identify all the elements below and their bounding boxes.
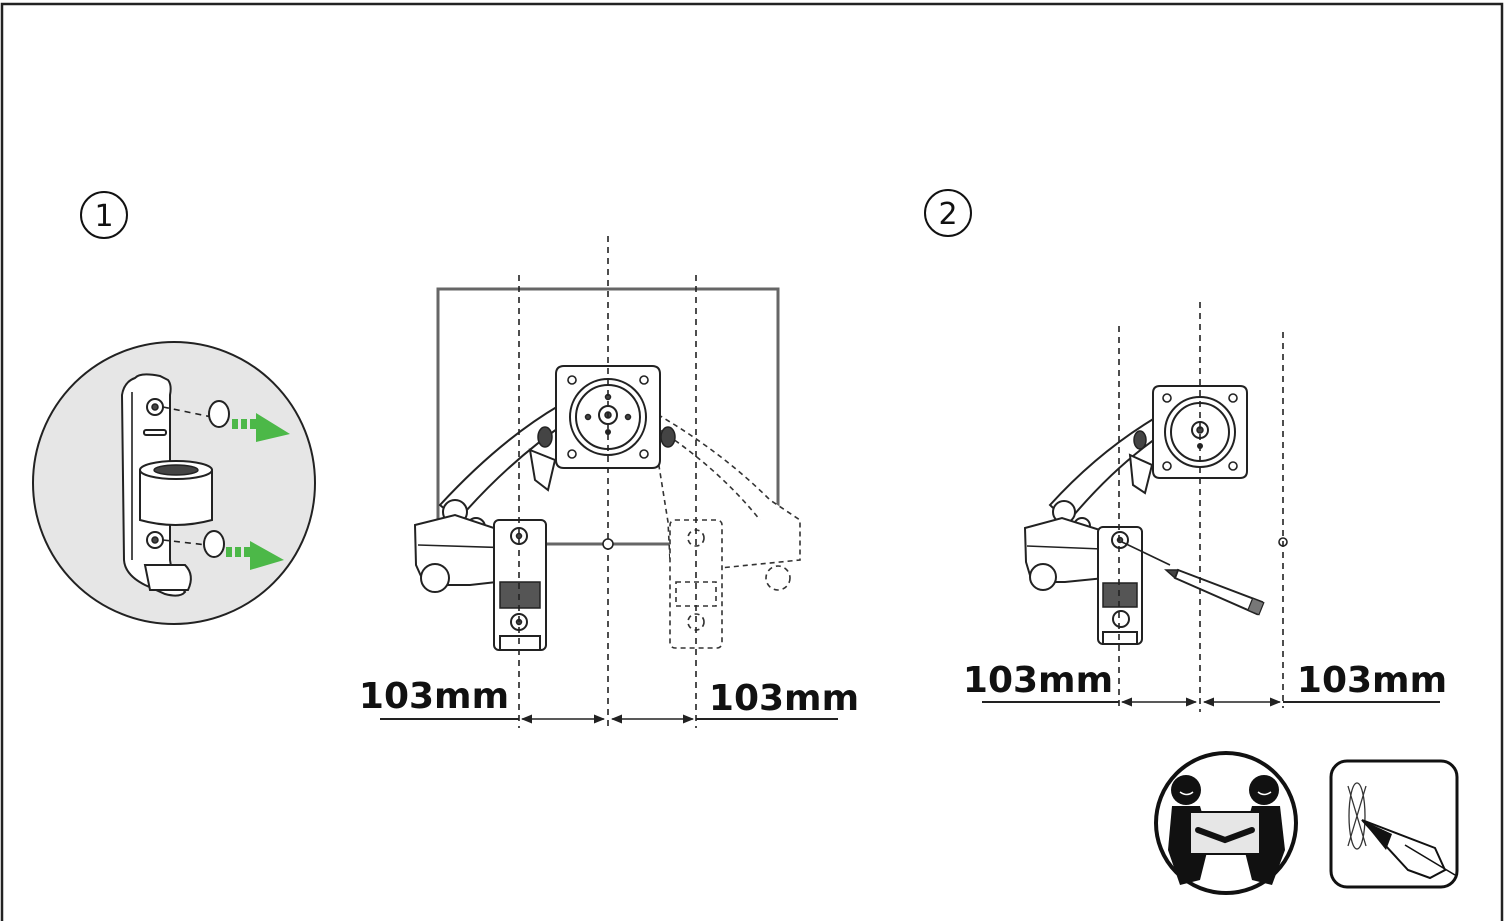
two-person-lift-icon — [1154, 751, 1298, 895]
step-2-right-dimension: 103mm — [1297, 660, 1447, 701]
step-2-arm-drawing: 103mm 103mm — [963, 302, 1447, 712]
vesa-plate-2 — [1152, 385, 1248, 479]
step-2-left-dimension: 103mm — [963, 660, 1113, 701]
step-1-right-dimension: 103mm — [709, 678, 859, 719]
remove-arrow-lower — [226, 541, 284, 570]
step-1-arm-drawing: 103mm 103mm — [359, 236, 859, 728]
step-1-number: 1 — [94, 199, 113, 234]
pencil-icon — [1121, 541, 1265, 616]
remove-arrow-upper — [232, 413, 290, 442]
pencil-mark-icon — [1329, 759, 1459, 889]
step-2-marker: 2 — [924, 189, 972, 237]
step-2-number: 2 — [938, 197, 957, 232]
cap-removal-detail — [32, 341, 316, 625]
step-1-marker: 1 — [80, 191, 128, 239]
step-1-left-dimension: 103mm — [359, 676, 509, 717]
